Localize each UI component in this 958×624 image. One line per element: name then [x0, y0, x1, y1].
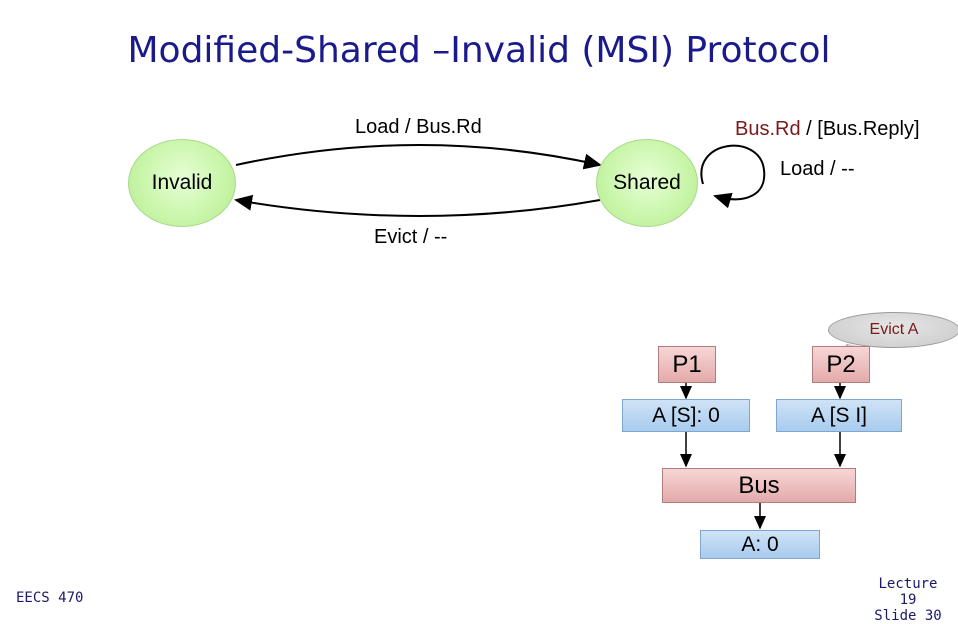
label-busreply: / [Bus.Reply]	[800, 118, 920, 140]
state-shared-label: Shared	[613, 171, 681, 194]
footer-lecture: Lecture 19	[878, 576, 938, 608]
state-shared: Shared	[596, 139, 698, 227]
arrow-invalid-to-shared	[235, 144, 602, 170]
footer-course: EECS 470	[16, 590, 84, 606]
callout-evict-a: Evict A	[828, 312, 958, 348]
memory-block: A: 0	[700, 530, 820, 559]
processor-p1: P1	[658, 346, 716, 383]
memory-label: A: 0	[741, 532, 779, 556]
label-busrd: Bus.Rd	[735, 118, 801, 140]
footer-slide: Slide 30	[874, 608, 942, 624]
cache-p2: A [S I]	[776, 399, 902, 432]
slide-title: Modified-Shared –Invalid (MSI) Protocol	[127, 30, 831, 71]
state-invalid-label: Invalid	[151, 171, 213, 194]
processor-p2-label: P2	[826, 350, 856, 378]
footer-lecture-slide: Lecture 19 Slide 30	[866, 576, 950, 624]
cache-p1: A [S]: 0	[622, 399, 750, 432]
label-busrd-busreply: Bus.Rd / [Bus.Reply]	[735, 118, 920, 141]
label-evict: Evict / --	[374, 226, 448, 248]
state-invalid: Invalid	[128, 139, 236, 227]
cache-p1-label: A [S]: 0	[652, 403, 720, 427]
callout-text: Evict A	[869, 321, 919, 338]
cache-p2-label: A [S I]	[810, 403, 868, 427]
bus-label: Bus	[738, 471, 780, 499]
arrow-shared-to-invalid	[234, 194, 601, 217]
bus: Bus	[662, 468, 856, 503]
label-load-self: Load / --	[780, 158, 855, 180]
processor-p2: P2	[812, 346, 870, 383]
arrow-shared-self-loop	[700, 144, 766, 209]
label-load-busrd: Load / Bus.Rd	[355, 116, 482, 138]
processor-p1-label: P1	[672, 350, 702, 378]
